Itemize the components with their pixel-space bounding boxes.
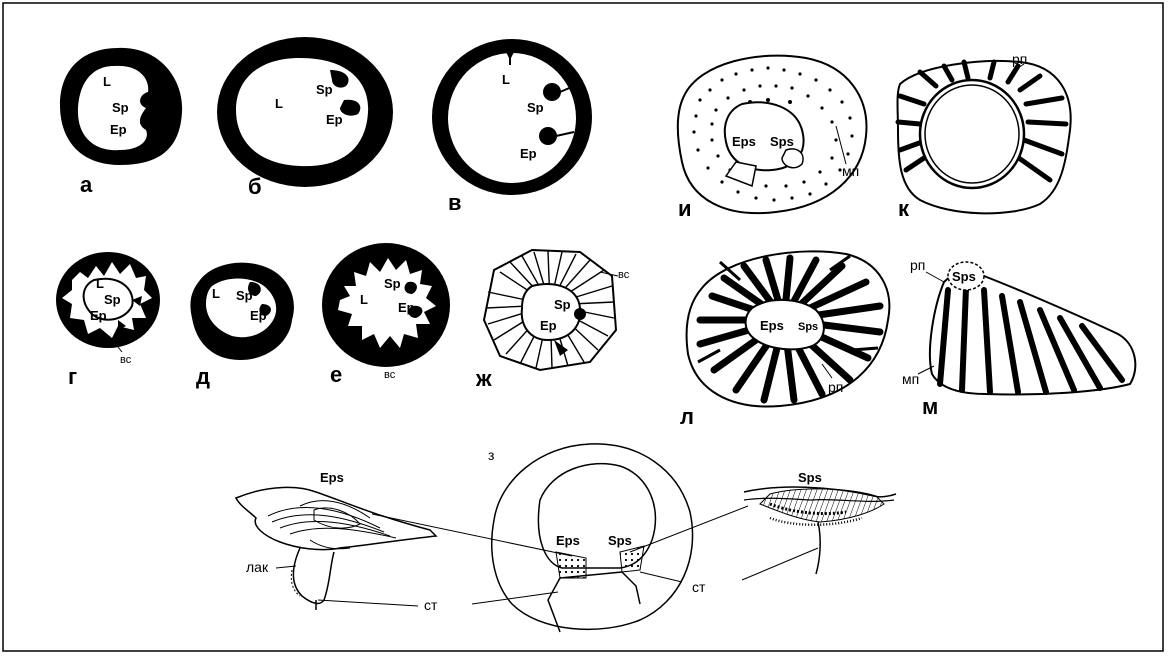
label-Ep: Ep xyxy=(110,122,127,137)
panel-letter-v: в xyxy=(448,190,462,215)
label-L: L xyxy=(103,74,111,89)
label-Eps: Eps xyxy=(556,533,580,548)
panel-letter-k: к xyxy=(898,196,910,221)
label-Sp: Sp xyxy=(104,292,121,307)
label-Sps: Sps xyxy=(798,470,822,485)
label-L: L xyxy=(275,96,283,111)
panel-letter-l: л xyxy=(680,404,694,429)
label-rp: рп xyxy=(1012,51,1027,67)
panel-letter-z: з xyxy=(488,447,494,463)
panel-letter-m: м xyxy=(922,394,938,419)
label-L: L xyxy=(96,276,104,291)
panel-letter-i: и xyxy=(678,196,692,221)
panel-letter-g: г xyxy=(68,364,77,389)
label-Sps: Sps xyxy=(798,321,818,333)
label-vs: вс xyxy=(618,269,630,281)
label-Eps: Eps xyxy=(320,470,344,485)
label-Ep: Ep xyxy=(520,146,537,161)
label-Sp: Sp xyxy=(112,100,129,115)
label-Sps: Sps xyxy=(608,533,632,548)
label-L: L xyxy=(212,286,220,301)
label-rp: рп xyxy=(910,257,925,273)
label-Ep: Ep xyxy=(326,112,343,127)
label-Ep: Ep xyxy=(398,300,415,315)
label-Sp: Sp xyxy=(316,82,333,97)
label-L: L xyxy=(502,72,510,87)
label-Sp: Sp xyxy=(236,288,253,303)
label-Sps: Sps xyxy=(770,134,794,149)
label-lak: лак xyxy=(246,559,269,575)
label-Eps: Eps xyxy=(732,134,756,149)
label-rp: рп xyxy=(828,379,843,395)
panel-letter-a: а xyxy=(80,172,93,197)
label-vs: вс xyxy=(120,354,132,366)
panel-letter-b: б xyxy=(248,174,262,199)
label-Eps: Eps xyxy=(760,318,784,333)
label-st: ст xyxy=(692,579,706,595)
label-L: L xyxy=(360,292,368,307)
label-Sp: Sp xyxy=(527,100,544,115)
label-vs: вс xyxy=(384,369,396,381)
label-Ep: Ep xyxy=(90,308,107,323)
label-Ep: Ep xyxy=(540,318,557,333)
panel-letter-e: е xyxy=(330,362,342,387)
label-Sp: Sp xyxy=(384,276,401,291)
label-Sps: Sps xyxy=(952,269,976,284)
panel-letter-d: д xyxy=(196,364,210,389)
panel-letter-zh: ж xyxy=(475,366,492,391)
label-mp: мп xyxy=(842,163,859,179)
label-Ep: Ep xyxy=(250,308,267,323)
label-mp: мп xyxy=(902,371,919,387)
label-st: ст xyxy=(424,597,438,613)
label-Sp: Sp xyxy=(554,297,571,312)
panel-k: рп к xyxy=(898,51,1071,221)
